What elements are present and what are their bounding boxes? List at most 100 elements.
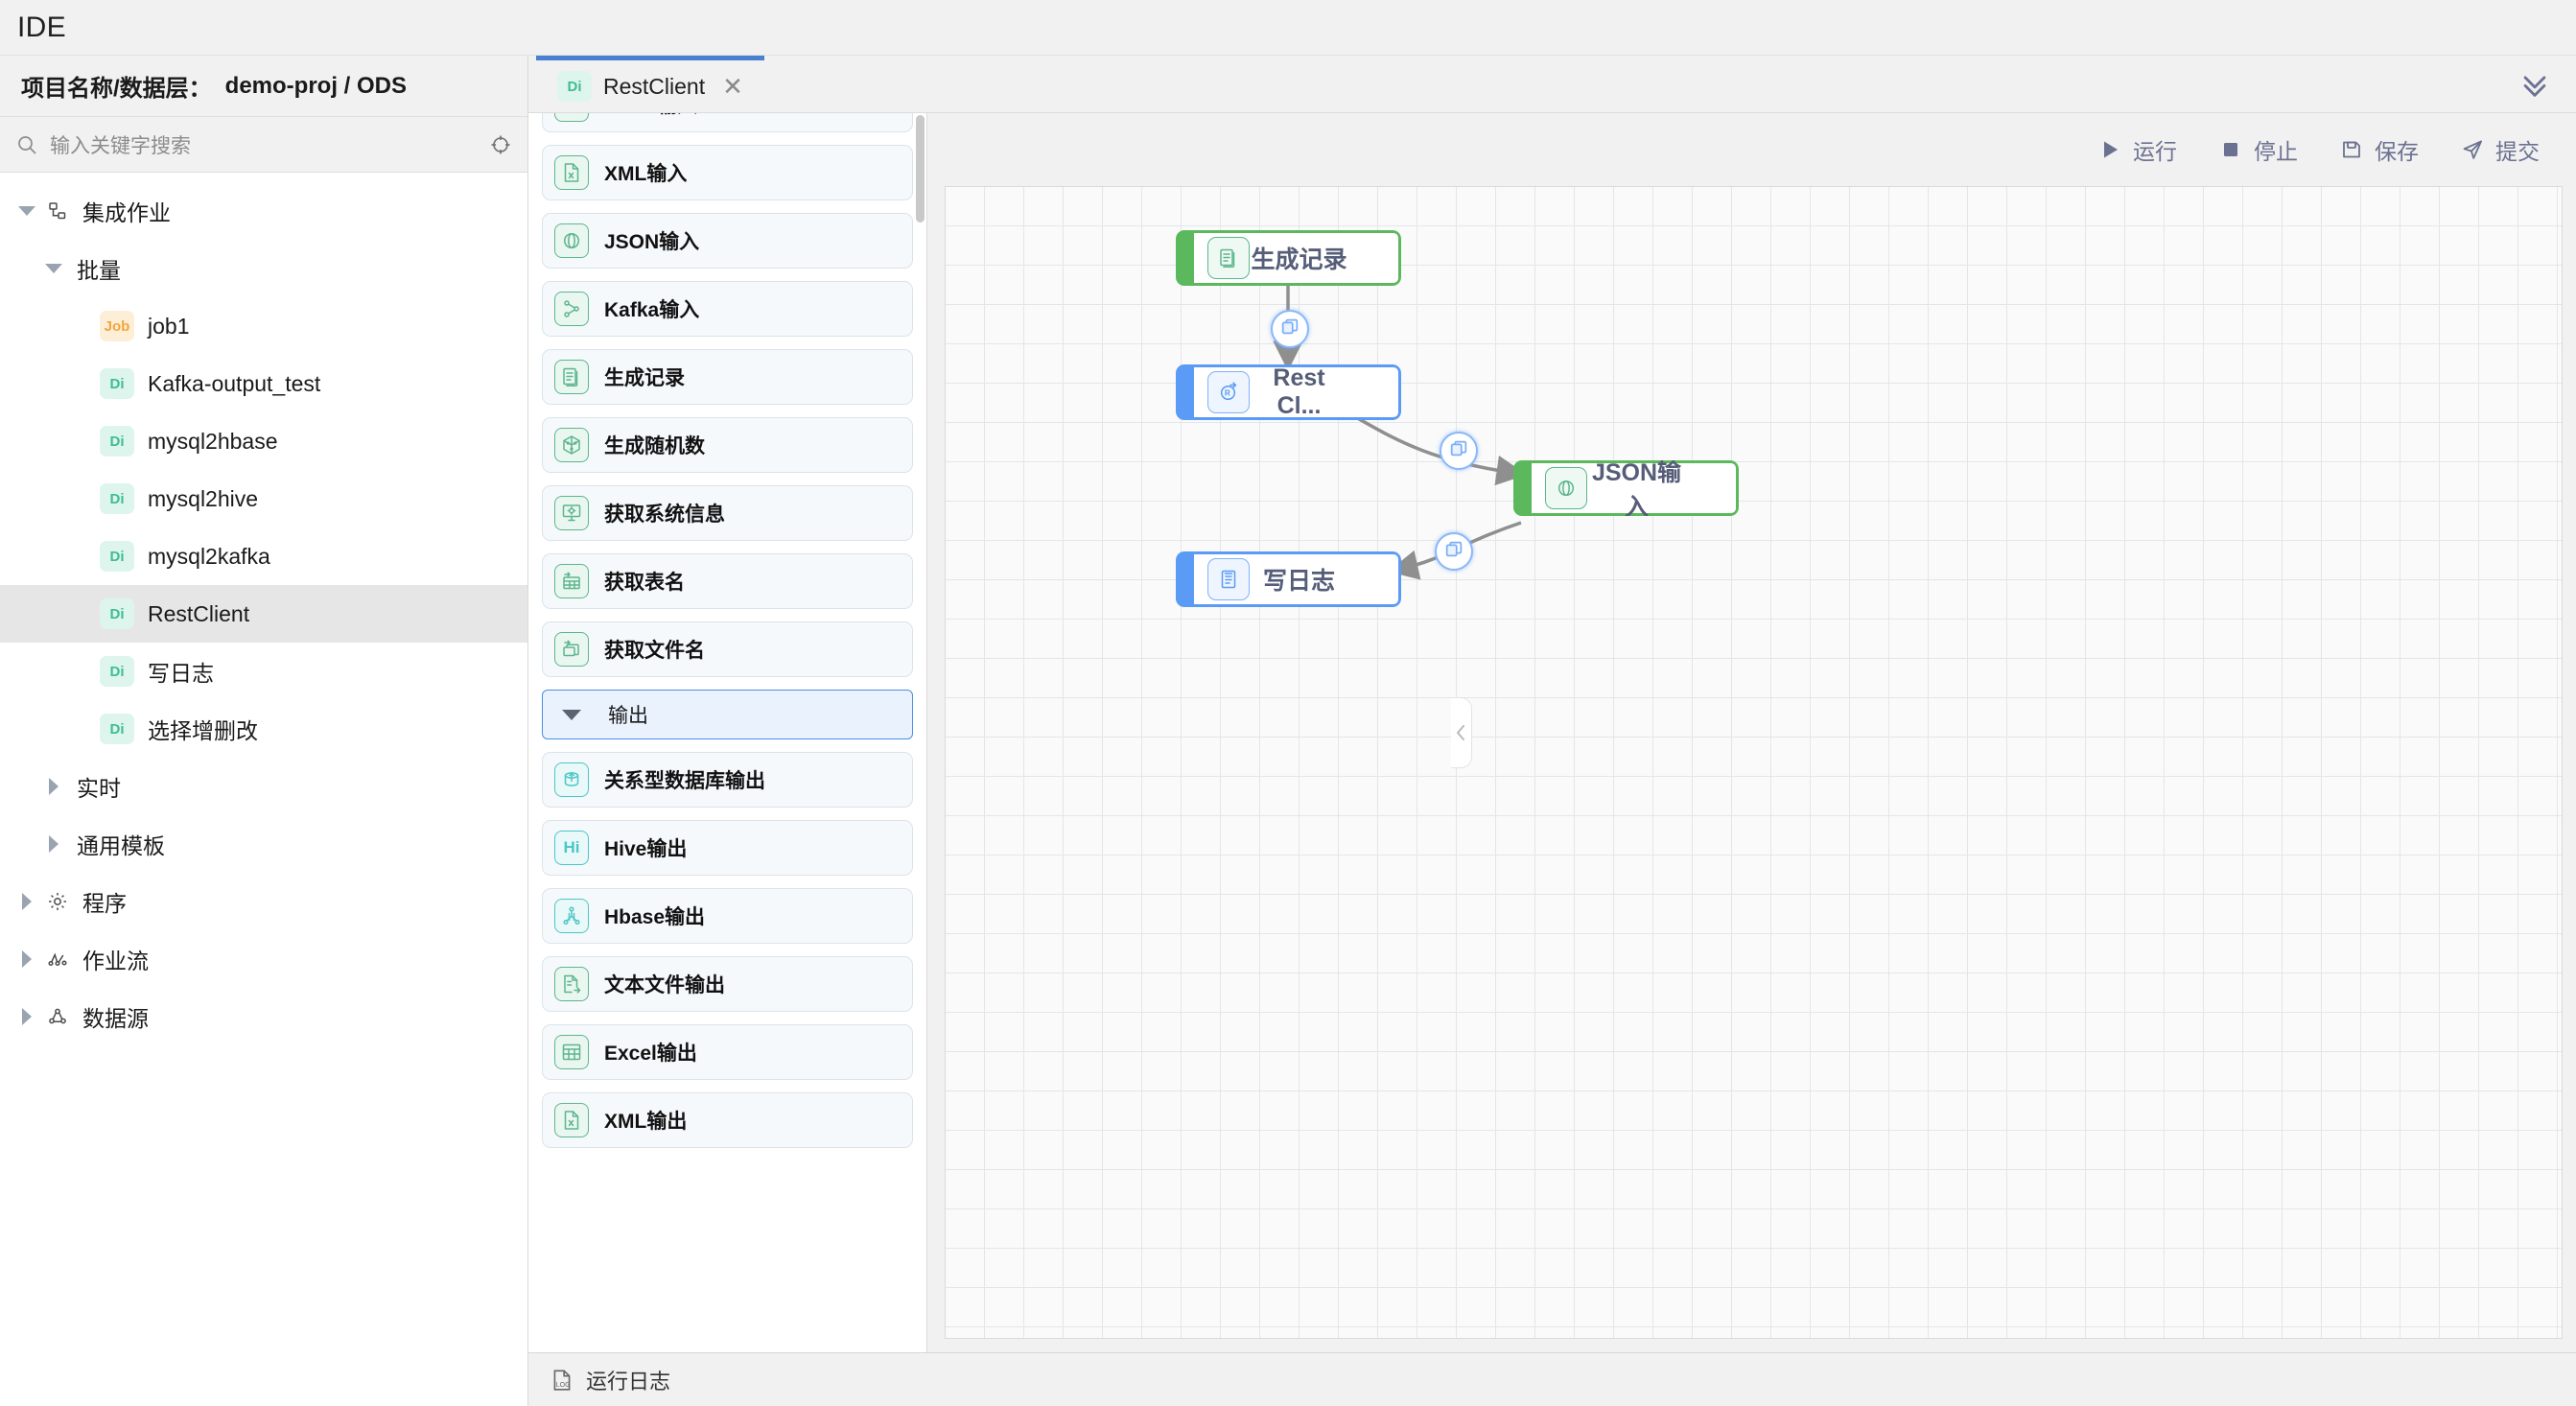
palette-item-6[interactable]: 获取系统信息: [542, 485, 913, 541]
caret-none: [71, 374, 90, 393]
edge-badge-1[interactable]: [1440, 432, 1478, 470]
toolbar-button-停止[interactable]: 停止: [2219, 133, 2298, 166]
double-chevron-down-icon[interactable]: [2494, 56, 2576, 112]
sidebar-item-label: mysql2hbase: [148, 428, 278, 454]
search-icon: [15, 133, 38, 156]
palette-item-7[interactable]: 获取表名: [542, 553, 913, 609]
sidebar-search[interactable]: 输入关键字搜索: [0, 117, 527, 173]
close-icon[interactable]: ✕: [722, 71, 743, 101]
caret-right-icon[interactable]: [17, 892, 36, 911]
records-icon: [1207, 237, 1250, 279]
palette-item-5[interactable]: 生成随机数: [542, 417, 913, 473]
palette-item-8[interactable]: 获取文件名: [542, 621, 913, 677]
edge-badge-2[interactable]: [1435, 532, 1473, 571]
sitemap-icon: [46, 199, 69, 223]
caret-right-icon[interactable]: [17, 949, 36, 969]
db-upload-icon: [554, 762, 589, 797]
palette-item-label: Kafka输入: [604, 299, 700, 321]
sidebar-item-7[interactable]: Di RestClient: [0, 585, 527, 643]
caret-none: [71, 432, 90, 451]
xml-file-icon: [554, 1103, 589, 1137]
table-name-icon: [554, 564, 589, 598]
sidebar-item-label: 数据源: [82, 1006, 149, 1031]
toolbar-button-运行[interactable]: 运行: [2098, 133, 2177, 166]
caret-none: [71, 662, 90, 681]
canvas-node-n3[interactable]: JSON输入: [1513, 460, 1739, 516]
toolbar-button-保存[interactable]: 保存: [2340, 133, 2419, 166]
palette-item-label: 关系型数据库输出: [604, 770, 765, 792]
file-name-icon: [554, 632, 589, 667]
status-bar[interactable]: LOG 运行日志: [528, 1352, 2576, 1406]
toolbar-button-提交[interactable]: 提交: [2461, 133, 2540, 166]
sidebar-item-11[interactable]: 通用模板: [0, 815, 527, 873]
search-input[interactable]: 输入关键字搜索: [50, 134, 191, 157]
palette-item-label: 获取系统信息: [604, 504, 725, 526]
editor-toolbar: 运行 停止 保存 提交: [927, 113, 2576, 186]
palette-item-10[interactable]: 关系型数据库输出: [542, 752, 913, 808]
palette-item-2[interactable]: JSON输入: [542, 213, 913, 269]
json-icon: [554, 223, 589, 258]
palette-collapse-handle[interactable]: [1451, 697, 1472, 768]
sidebar-item-label: 写日志: [148, 661, 214, 686]
palette-item-1[interactable]: XML输入: [542, 145, 913, 200]
palette-item-label: Hbase输出: [604, 906, 706, 928]
tab-restclient[interactable]: Di RestClient ✕: [536, 56, 764, 112]
canvas-node-n1[interactable]: 生成记录: [1176, 230, 1401, 286]
caret-none: [71, 316, 90, 336]
excel-icon: [554, 113, 589, 122]
palette-item-14[interactable]: Excel输出: [542, 1024, 913, 1080]
palette-item-15[interactable]: XML输出: [542, 1092, 913, 1148]
caret-right-icon[interactable]: [44, 834, 63, 854]
palette-item-label: XML输出: [604, 1111, 688, 1133]
item-type-badge: Di: [100, 541, 134, 572]
sidebar-item-14[interactable]: 数据源: [0, 988, 527, 1045]
palette-group-label: 输出: [608, 705, 648, 727]
sidebar-item-0[interactable]: 集成作业: [0, 182, 527, 240]
edge-badge-0[interactable]: [1271, 310, 1309, 348]
palette-item-3[interactable]: Kafka输入: [542, 281, 913, 337]
caret-down-icon[interactable]: [17, 201, 36, 221]
caret-down-icon[interactable]: [562, 709, 581, 720]
caret-right-icon[interactable]: [44, 777, 63, 796]
node-label: 写日志: [1262, 568, 1335, 595]
sidebar-item-label: RestClient: [148, 600, 250, 626]
palette-item-label: 生成记录: [604, 367, 685, 389]
palette-scrollbar[interactable]: [916, 115, 925, 223]
play-icon: [2098, 138, 2121, 161]
sidebar-item-12[interactable]: 程序: [0, 873, 527, 930]
item-type-badge: Di: [100, 598, 134, 629]
node-body: 写日志: [1194, 551, 1401, 607]
palette-item-12[interactable]: Hbase输出: [542, 888, 913, 944]
rest-api-icon: R: [1207, 371, 1250, 413]
palette-item-13[interactable]: 文本文件输出: [542, 956, 913, 1012]
palette-item-label: 文本文件输出: [604, 974, 725, 996]
node-body: JSON输入: [1532, 460, 1739, 516]
palette-item-0[interactable]: Excel输入: [542, 113, 913, 132]
palette-group-输出[interactable]: 输出: [542, 690, 913, 739]
sidebar-item-13[interactable]: 作业流: [0, 930, 527, 988]
canvas-node-n4[interactable]: 写日志: [1176, 551, 1401, 607]
excel-icon: [554, 1035, 589, 1069]
crosshair-icon[interactable]: [489, 133, 512, 156]
palette-item-4[interactable]: 生成记录: [542, 349, 913, 405]
work-area: Di RestClient ✕ Excel输入 XML输入 JSON输入 Kafka输…: [528, 56, 2576, 1406]
toolbar-button-label: 提交: [2495, 139, 2540, 164]
palette-list[interactable]: Excel输入 XML输入 JSON输入 Kafka输入生成记录生成随机数获取系统信息…: [528, 113, 926, 1316]
sidebar-item-1[interactable]: 批量: [0, 240, 527, 297]
palette-item-label: 获取文件名: [604, 640, 705, 662]
caret-down-icon[interactable]: [44, 259, 63, 278]
sidebar-item-10[interactable]: 实时: [0, 758, 527, 815]
caret-none: [71, 719, 90, 738]
caret-right-icon[interactable]: [17, 1007, 36, 1026]
